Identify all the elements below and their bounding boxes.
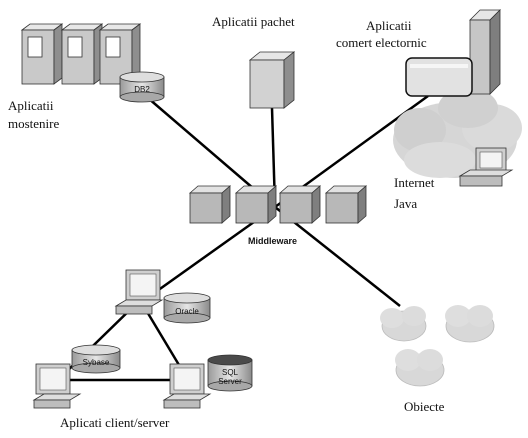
- object-cloud: [445, 305, 495, 343]
- object-cloud: [380, 306, 427, 342]
- middleware-cube: [188, 185, 232, 224]
- object-cloud: [395, 349, 445, 387]
- sql-label-line1: SQL: [222, 368, 239, 377]
- middleware-cubes: [188, 185, 368, 224]
- internet-computer: [458, 147, 514, 187]
- sql-label-line2: Server: [218, 377, 242, 386]
- connection-lines: [59, 94, 429, 382]
- client-computer-right: [162, 363, 212, 409]
- middleware-cube: [234, 185, 278, 224]
- sybase-database: Sybase: [71, 344, 121, 374]
- sybase-label: Sybase: [83, 358, 110, 367]
- ecommerce-label-line1: Aplicatii: [366, 18, 412, 33]
- ecommerce-tower-server: [469, 9, 501, 95]
- middleware-cube: [278, 185, 322, 224]
- objects-clouds: [380, 305, 495, 387]
- ecommerce-label-line2: comert electornic: [336, 35, 427, 50]
- oracle-database: Oracle: [163, 292, 211, 324]
- link-objects: [274, 206, 401, 307]
- db2-label: DB2: [134, 85, 150, 94]
- client-server-label: Aplicati client/server: [60, 415, 170, 430]
- package-apps-server: [248, 51, 296, 109]
- sql-server-database: SQL Server: [207, 354, 253, 392]
- middleware-cube: [324, 185, 368, 224]
- server-cabinet: [60, 23, 104, 85]
- ecommerce-server: [405, 57, 473, 97]
- db2-database: DB2: [119, 71, 165, 103]
- middleware-label: Middleware: [248, 236, 297, 246]
- client-computer-left: [32, 363, 82, 409]
- legacy-label-line1: Aplicatii: [8, 98, 54, 113]
- java-label: Java: [394, 196, 417, 211]
- objects-label: Obiecte: [404, 399, 445, 414]
- package-apps-label: Aplicatii pachet: [212, 14, 295, 29]
- oracle-label: Oracle: [175, 307, 199, 316]
- server-cabinet: [20, 23, 64, 85]
- internet-label: Internet: [394, 175, 435, 190]
- legacy-label-line2: mostenire: [8, 116, 59, 131]
- client-computer-top: [114, 269, 164, 315]
